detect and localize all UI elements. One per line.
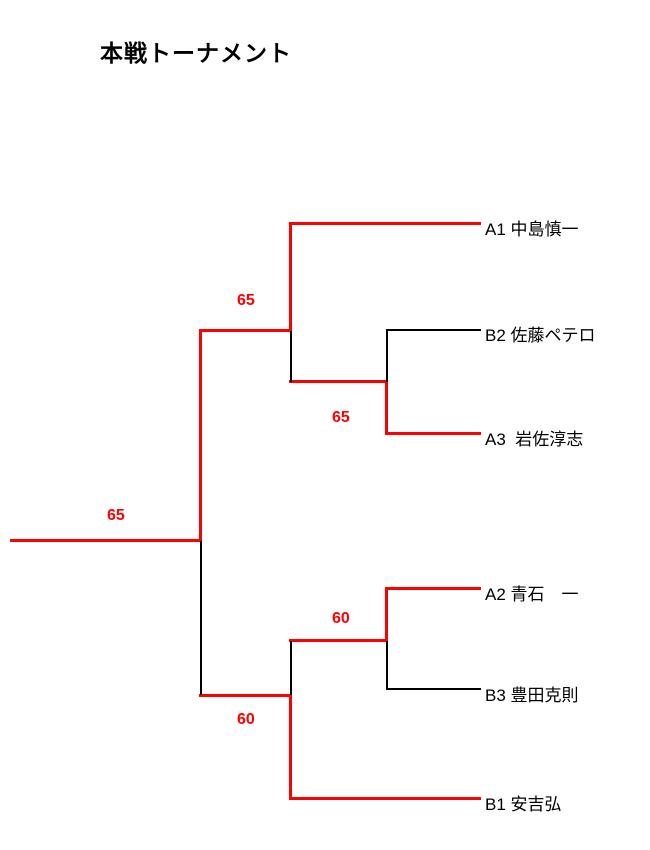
player-label-a2: A2 青石 一 xyxy=(485,585,579,604)
final-loser-vertical xyxy=(200,541,202,695)
a3-advance-vertical xyxy=(385,380,388,435)
b1-advance-vertical xyxy=(289,694,292,800)
player-label-b2: B2 佐藤ペテロ xyxy=(485,326,596,345)
a2-advance-vertical xyxy=(385,587,388,642)
score-quarterfinal-top: 65 xyxy=(332,409,350,426)
a1-advance-vertical xyxy=(289,222,292,332)
b3-connector-vertical xyxy=(386,641,388,690)
a2-player-line xyxy=(385,587,481,590)
champion-line xyxy=(10,539,202,542)
final-connector-top-vertical xyxy=(199,329,202,542)
player-label-b3: B3 豊田克則 xyxy=(485,686,579,705)
b1-player-line xyxy=(289,797,481,800)
player-label-a3: A3 岩佐淳志 xyxy=(485,430,584,449)
semifinal-top-loser-vertical xyxy=(290,331,292,382)
semifinal-top-output-line xyxy=(199,329,292,332)
quarterfinal-top-output-line xyxy=(289,380,388,383)
page-title: 本戦トーナメント xyxy=(100,40,292,66)
b3-player-line xyxy=(386,688,481,690)
score-quarterfinal-bottom: 60 xyxy=(332,610,350,627)
score-final: 65 xyxy=(107,507,125,524)
score-semifinal-bottom: 60 xyxy=(237,711,255,728)
score-semifinal-top: 65 xyxy=(237,292,255,309)
b2-connector-vertical xyxy=(386,329,388,382)
b2-player-line xyxy=(386,329,481,331)
a1-player-line xyxy=(290,222,481,225)
semifinal-bottom-loser-vertical xyxy=(290,641,292,695)
player-label-a1: A1 中島慎一 xyxy=(485,220,579,239)
a3-player-line xyxy=(385,432,481,435)
player-label-b1: B1 安吉弘 xyxy=(485,795,562,814)
quarterfinal-bottom-output-line xyxy=(289,639,388,642)
semifinal-bottom-output-line xyxy=(199,694,292,697)
